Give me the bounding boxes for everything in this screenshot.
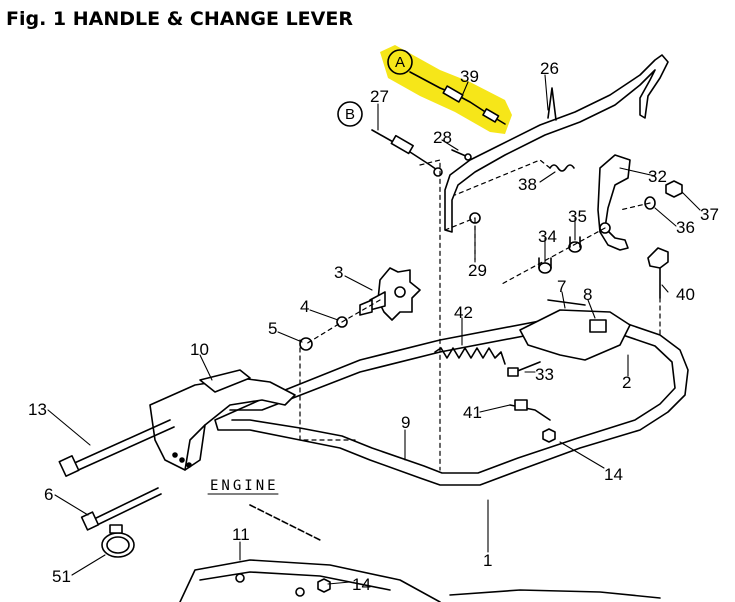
bolt-13 (69, 419, 175, 473)
bracket-7-8 (519, 309, 631, 361)
spring-42 (434, 347, 506, 365)
callout-51: 51 (52, 567, 71, 586)
callout-13: 13 (28, 400, 47, 419)
handle-bracket (547, 87, 557, 121)
callout-34: 34 (538, 227, 557, 246)
callout-6: 6 (44, 485, 53, 504)
nut-14-lower (317, 578, 331, 593)
nut-14 (542, 428, 556, 443)
handle-bar (444, 54, 669, 233)
collar-34 (538, 262, 552, 274)
bolt-6 (91, 487, 162, 527)
bolt-33 (514, 361, 541, 373)
engine-shaft (249, 504, 321, 541)
callout-39: 39 (460, 67, 479, 86)
callout-33: 33 (535, 365, 554, 384)
washer-5 (299, 337, 313, 351)
callout-42: 42 (454, 303, 473, 322)
callout-5: 5 (268, 319, 277, 338)
figure-title: Fig. 1 HANDLE & CHANGE LEVER (6, 8, 353, 30)
circle-letter-b: B (345, 106, 355, 123)
callout-26: 26 (540, 59, 559, 78)
callout-4: 4 (300, 297, 309, 316)
callout-14: 14 (604, 465, 623, 484)
callout-10: 10 (190, 340, 209, 359)
callout-41: 41 (463, 403, 482, 422)
knob-40 (647, 247, 669, 269)
circle-letter-a: A (395, 54, 405, 71)
callout-29: 29 (468, 261, 487, 280)
callout-37: 37 (700, 205, 719, 224)
callout-11: 11 (232, 525, 250, 544)
callout-2: 2 (622, 373, 631, 392)
callout-28: 28 (433, 128, 452, 147)
callout-32: 32 (648, 167, 667, 186)
callout-1: 1 (483, 551, 492, 570)
spring-38 (549, 164, 575, 172)
main-frame-1 (214, 317, 689, 486)
callout-7: 7 (557, 277, 566, 296)
change-lever-32 (597, 154, 631, 251)
engine-body-11 (179, 559, 441, 602)
callout-8: 8 (583, 285, 592, 304)
callout-40: 40 (676, 285, 695, 304)
callout-38: 38 (518, 175, 537, 194)
engine-label: ENGINE (210, 478, 279, 494)
callout-36: 36 (676, 218, 695, 237)
callout-14-lower: 14 (352, 575, 371, 594)
callout-9: 9 (401, 413, 410, 432)
callout-3: 3 (334, 263, 343, 282)
nut-37 (665, 180, 683, 198)
callout-35: 35 (568, 207, 587, 226)
callout-27: 27 (370, 87, 389, 106)
